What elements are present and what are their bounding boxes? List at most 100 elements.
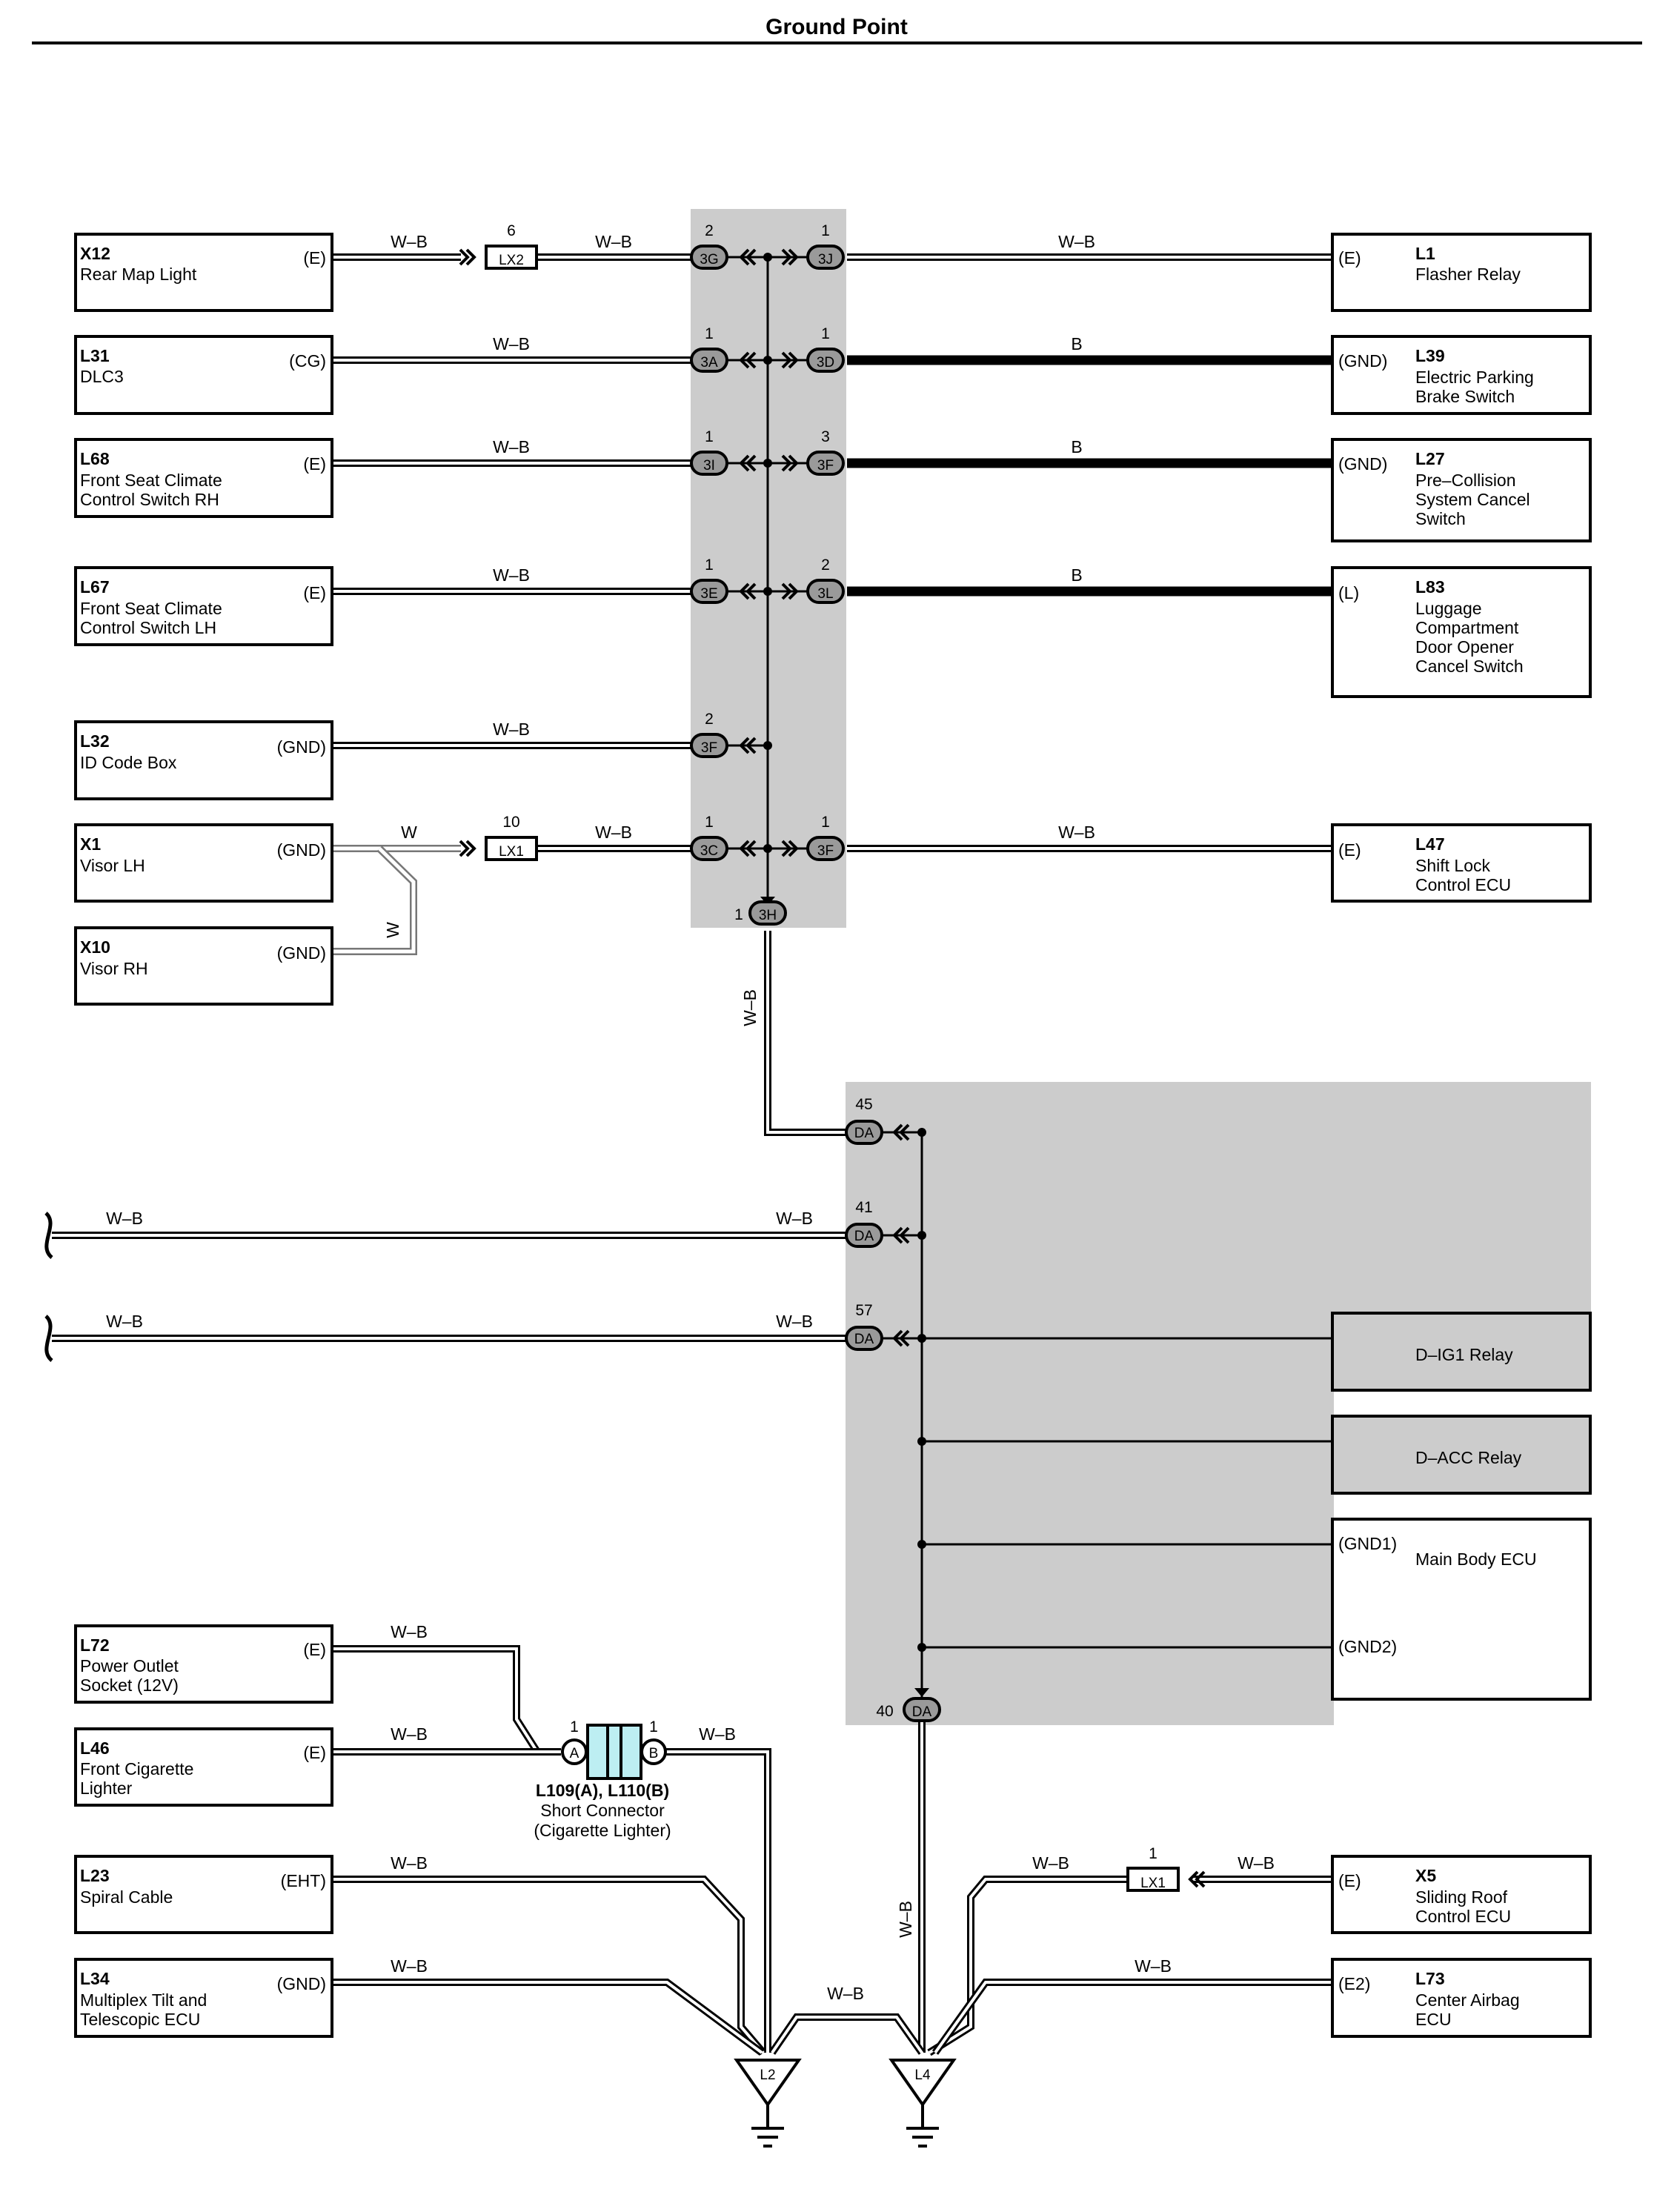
splice-point <box>917 1540 926 1549</box>
pin-number: 1 <box>1149 1845 1157 1862</box>
component-name: Compartment <box>1415 618 1519 637</box>
short-connector-name: Short Connector <box>540 1801 665 1820</box>
splice-point <box>763 253 772 262</box>
ecu-label: Main Body ECU <box>1415 1550 1537 1569</box>
connector-oval <box>690 245 728 270</box>
splice-point <box>917 1231 926 1240</box>
wire-label: W–B <box>106 1209 143 1228</box>
component-box-l47: (E) L47 Shift Lock Control ECU <box>1331 823 1592 903</box>
splice-point <box>917 1334 926 1343</box>
component-id: L73 <box>1415 1969 1445 1988</box>
component-name: Flasher Relay <box>1415 265 1521 284</box>
wire-label: W–B <box>391 1622 428 1641</box>
component-l73-frame <box>1331 1958 1592 2038</box>
inline-connector-labels: 6 LX2 10 LX1 1 LX1 <box>499 222 1166 1891</box>
component-id: L1 <box>1415 244 1435 263</box>
connector-code: B <box>649 1746 659 1761</box>
component-name: Control Switch RH <box>80 490 219 509</box>
component-id: L34 <box>80 1969 110 1988</box>
short-connector-body <box>586 1724 642 1780</box>
connector-oval <box>690 348 728 373</box>
pin-number: 57 <box>855 1302 872 1319</box>
splice-point <box>917 1437 926 1446</box>
wire-label: B <box>1071 334 1082 353</box>
component-name: Shift Lock <box>1415 856 1490 875</box>
pin-number: 41 <box>855 1199 872 1216</box>
component-name: Telescopic ECU <box>80 2010 200 2029</box>
component-l23-frame <box>74 1855 333 1934</box>
component-l47-frame <box>1331 823 1592 903</box>
connector-oval <box>690 836 728 861</box>
pin-number: 6 <box>507 222 516 239</box>
component-name: Visor LH <box>80 856 145 875</box>
component-id: L23 <box>80 1866 110 1885</box>
wire-label: W <box>401 823 417 842</box>
wire-l72 <box>332 1647 539 1753</box>
component-name: System Cancel <box>1415 490 1530 509</box>
wire-label: W–B <box>391 232 428 251</box>
connector-oval <box>845 1326 883 1351</box>
pin-number: 1 <box>821 814 830 831</box>
component-name: Center Airbag <box>1415 1990 1520 2010</box>
component-pin: (E2) <box>1338 1974 1370 1993</box>
component-name: DLC3 <box>80 367 124 386</box>
component-id: L72 <box>80 1635 110 1655</box>
component-pin: (E) <box>303 248 326 268</box>
splice-point <box>917 1128 926 1137</box>
component-name: ECU <box>1415 2010 1452 2029</box>
connector-code: DA <box>912 1704 932 1720</box>
wire-label: W–B <box>1135 1956 1172 1976</box>
splice-point <box>917 1643 926 1652</box>
wire-labels: W–B W–B W–B W–B B W–B B W–B B W–B W W–B … <box>106 232 1275 2003</box>
short-connector-labels: 1 A 1 B L109(A), L110(B) Short Connector… <box>534 1718 671 1840</box>
connector-oval <box>806 579 845 604</box>
connector-code: 3E <box>700 586 717 602</box>
component-name: Rear Map Light <box>80 265 197 284</box>
component-id: L47 <box>1415 834 1445 854</box>
component-pin: (E) <box>303 454 326 474</box>
component-box-l46: L46 Front Cigarette Lighter (E) <box>74 1727 333 1807</box>
chevron-left-icon <box>739 582 750 600</box>
component-box-l67: L67 Front Seat Climate Control Switch LH… <box>74 566 333 646</box>
wire-x10 <box>332 847 416 954</box>
component-name: Multiplex Tilt and <box>80 1990 207 2010</box>
connector-code: DA <box>854 1332 874 1347</box>
wire-label: W–B <box>1058 232 1095 251</box>
wire-label: W–B <box>699 1724 736 1744</box>
pin-number: 1 <box>649 1718 658 1736</box>
relay-d-acc-frame <box>1331 1415 1592 1495</box>
component-name: Visor RH <box>80 959 148 978</box>
symbols <box>44 245 1206 2148</box>
wire-l73 <box>931 1979 1332 2055</box>
wire-break-icon <box>44 1212 53 1259</box>
component-box-l32: L32 ID Code Box (GND) <box>74 720 333 800</box>
component-pin: (CG) <box>289 351 326 371</box>
pin-number: 1 <box>821 325 830 342</box>
wire-label: W–B <box>106 1312 143 1331</box>
wire-label: W–B <box>827 1984 864 2003</box>
pin-number: 3 <box>821 428 830 445</box>
component-x5-frame <box>1331 1855 1592 1934</box>
pin-number: 2 <box>705 222 714 239</box>
component-box-l39: (GND) L39 Electric Parking Brake Switch <box>1331 335 1592 415</box>
component-l68-frame <box>74 438 333 518</box>
wire-label: W–B <box>595 823 632 842</box>
ecu-pin: (GND2) <box>1338 1637 1397 1656</box>
main-body-ecu: (GND1) (GND2) Main Body ECU <box>1331 1518 1592 1701</box>
pin-number: 1 <box>570 1718 579 1736</box>
wire-label: W–B <box>493 437 530 456</box>
chevron-right-icon <box>788 840 799 857</box>
chevron-left-icon <box>739 454 750 472</box>
connector-code: 3L <box>817 586 833 602</box>
wire-l23 <box>332 1878 765 2054</box>
connector-code: LX1 <box>1140 1876 1166 1891</box>
chevron-left-icon <box>899 1123 910 1141</box>
pin-number: 1 <box>705 325 714 342</box>
connector-code: 3I <box>703 458 715 474</box>
component-pin: (GND) <box>1338 351 1387 371</box>
component-l27-frame <box>1331 438 1592 542</box>
chevron-right-icon <box>781 840 792 857</box>
component-id: L39 <box>1415 346 1445 365</box>
relay-d-acc: D–ACC Relay <box>1331 1415 1592 1495</box>
